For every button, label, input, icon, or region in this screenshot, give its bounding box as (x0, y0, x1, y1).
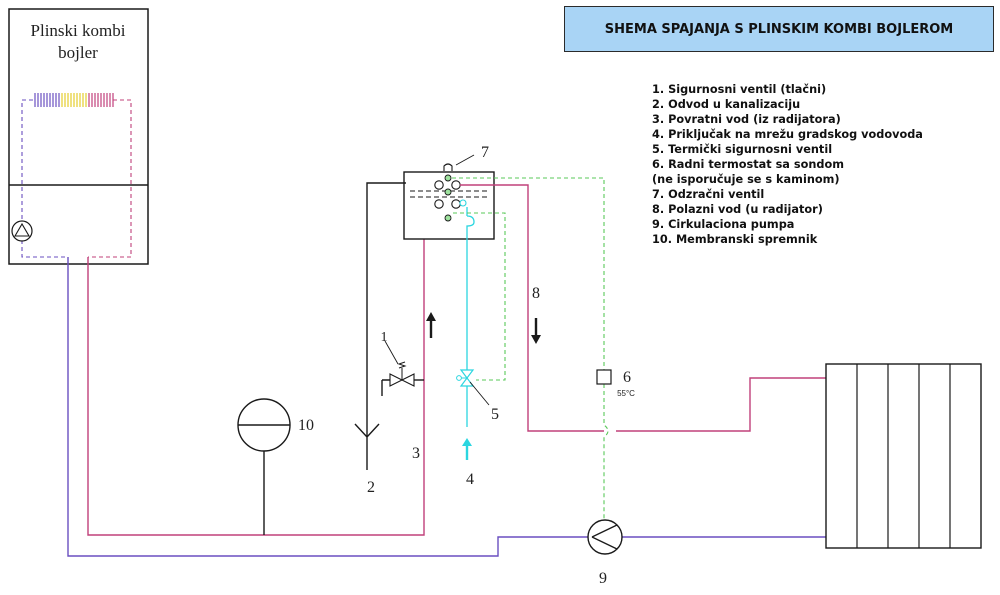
thermostat-icon (596, 369, 612, 385)
callout-3: 3 (412, 445, 420, 462)
boiler-label-line1: Plinski kombi (31, 21, 126, 40)
legend-item: 6. Radni termostat sa sondom (652, 158, 845, 171)
heat-exchanger-coil (34, 93, 114, 107)
radiator-icon (825, 363, 982, 549)
thermal-valve-sensor-line (453, 212, 506, 381)
legend-item: 3. Povratni vod (iz radijatora) (652, 113, 841, 126)
legend-item: 2. Odvod u kanalizaciju (652, 98, 801, 111)
air-vent-icon (443, 163, 453, 171)
legend-item: (ne isporučuje se s kaminom) (652, 173, 840, 186)
legend-item: 4. Priključak na mrežu gradskog vodovoda (652, 128, 923, 141)
thermal-safety-valve-icon (456, 369, 475, 387)
callout-9: 9 (599, 570, 607, 587)
legend-item: 7. Odzračni ventil (652, 188, 765, 201)
boiler-pump-icon (11, 220, 33, 242)
callout-5: 5 (491, 406, 499, 423)
callout-4: 4 (466, 471, 474, 488)
legend-item: 5. Termički sigurnosni ventil (652, 143, 833, 156)
callout-10: 10 (298, 417, 314, 434)
supply-line-radiator (460, 184, 826, 432)
legend-list: 1. Sigurnosni ventil (tlačni) 2. Odvod u… (652, 82, 923, 247)
safety-valve-line (366, 182, 406, 437)
thermostat-sensor-line (452, 177, 609, 520)
callout-8: 8 (532, 285, 540, 302)
callout-6: 6 (623, 369, 631, 386)
membrane-tank-icon (237, 398, 291, 452)
cold-water-line (466, 207, 475, 370)
supply-flow-arrow-icon (531, 318, 541, 344)
circulation-pump-icon (587, 519, 623, 555)
fireplace-exchanger-box (403, 171, 495, 240)
thermostat-temperature: 55°C (617, 389, 635, 398)
legend-item: 9. Cirkulaciona pumpa (652, 218, 795, 231)
gas-combi-boiler: Plinski kombi bojler (8, 8, 149, 265)
return-flow-arrow-icon (426, 312, 436, 338)
legend-item: 10. Membranski spremnik (652, 233, 818, 246)
legend-item: 8. Polazni vod (u radijator) (652, 203, 823, 216)
callout-7: 7 (481, 144, 489, 161)
cold-water-arrow-icon (462, 438, 472, 460)
callout-1: 1 (381, 330, 388, 345)
pressure-safety-valve-icon (389, 361, 424, 387)
callout-2: 2 (367, 479, 375, 496)
return-line-main (67, 257, 590, 557)
diagram-title: SHEMA SPAJANJA S PLINSKIM KOMBI BOJLEROM (564, 6, 994, 52)
legend-item: 1. Sigurnosni ventil (tlačni) (652, 83, 827, 96)
boiler-label-line2: bojler (58, 43, 98, 62)
